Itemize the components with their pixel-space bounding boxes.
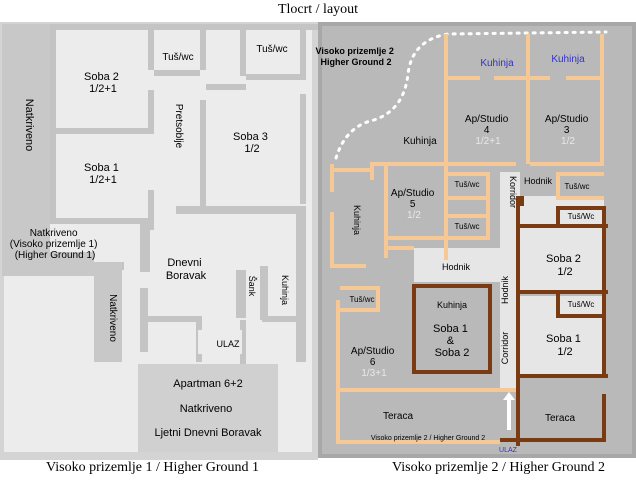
ground1-ulaz-label: ULAZ	[216, 339, 240, 349]
ground2-soba1-line2: 1/2	[557, 346, 572, 358]
ground2-ulaz-label: ULAZ	[499, 447, 518, 454]
ground2-ap6-line3: 1/3+1	[361, 368, 387, 379]
ground1-soba2-size: 1/2+1	[89, 83, 117, 95]
ground2-hodnik-vert: Hodnik	[500, 275, 510, 304]
ground1-soba3-label: Soba 3 1/2	[233, 131, 271, 155]
ground2-ap5-label: Ap/Studio 5 1/2	[391, 188, 437, 221]
ground2-soba12-line2: &	[447, 335, 455, 347]
ground2-ap5-line2: 5	[410, 199, 416, 210]
ground2-hodnik-mid: Hodnik	[442, 262, 471, 272]
ground2-orange-walls	[330, 34, 604, 444]
ground2-soba2-line1: Soba 2	[546, 253, 581, 265]
ground2-corridor-vert: Corridor	[500, 332, 510, 365]
ground1-soba1-name: Soba 1	[84, 162, 119, 174]
ground2-hodnik-top: Hodnik	[524, 176, 553, 186]
ground2-tuswc-e: Tuš/wc	[349, 295, 374, 304]
caption-ground1: Visoko prizemlje 1 / Higher Ground 1	[46, 460, 260, 475]
ground2-terrace-dotted-line	[334, 30, 608, 160]
ground2-ap6-line1: Ap/Studio	[351, 346, 395, 357]
ground2-kuhinja-vert: Kuhinja	[352, 205, 362, 235]
ground2-kuhinja-mid: Kuhinja	[403, 136, 437, 147]
ground1-soba1-size: 1/2+1	[89, 174, 117, 186]
ground1-ljetni-label: Ljetni Dnevni Boravak	[154, 427, 262, 439]
ground1-plan: Soba 2 1/2+1 Soba 1 1/2+1 Tuš/wc Tuš/wc …	[0, 22, 318, 460]
ground2-ap4-line1: Ap/Studio	[465, 114, 509, 125]
ground1-dnevni-label: Dnevni Boravak	[166, 257, 207, 282]
ground1-soba2-label: Soba 2 1/2+1	[84, 71, 122, 95]
ground1-apartman-label: Apartman 6+2	[173, 378, 242, 390]
ground2-soba12-label: Soba 1 & Soba 2	[433, 323, 471, 359]
ground1-dnevni-line2: Boravak	[166, 270, 207, 282]
ground2-ap3-label: Ap/Studio 3 1/2	[545, 114, 591, 147]
ground1-natkriveno-hg-label: Natkriveno (Visoko prizemlje 1) (Higher …	[10, 228, 100, 261]
ground2-header-line2: Higher Ground 2	[320, 57, 391, 67]
ground2-tuswc-a: Tuš/wc	[454, 180, 479, 189]
ground2-kuhinja-apt: Kuhinja	[437, 300, 467, 310]
ground2-light-floors	[414, 172, 604, 388]
ground2-tuswc-f: Tuš/Wc	[568, 300, 595, 309]
ground2-ap4-label: Ap/Studio 4 1/2+1	[465, 114, 511, 147]
ground1-tuswc-label: Tuš/wc	[162, 52, 193, 63]
ground2-korridor-label: Korridor	[508, 176, 518, 208]
ground2-brown-walls	[412, 196, 608, 446]
ground2-tuswc-d: Tuš/Wc	[568, 212, 595, 221]
ground2-tuswc-c: Tuš/wc	[564, 182, 589, 191]
ground2-ap3-line1: Ap/Studio	[545, 114, 589, 125]
ground2-header-line1: Visoko prizemlje 2	[316, 46, 394, 56]
ground2-kuhinja-top2: Kuhinja	[551, 54, 585, 65]
ground2-soba12-line3: Soba 2	[435, 347, 470, 359]
ground2-ap6-label: Ap/Studio 6 1/3+1	[351, 346, 397, 379]
ground2-entrance-arrow	[503, 392, 515, 430]
ground2-ap5-line3: 1/2	[407, 210, 421, 221]
ground2-soba2-label: Soba 2 1/2	[546, 253, 584, 278]
ground2-kuhinja-top1: Kuhinja	[480, 58, 514, 69]
ground2-header: Visoko prizemlje 2 Higher Ground 2	[316, 46, 397, 67]
ground1-pretsoblje-label: Pretsoblje	[173, 104, 184, 149]
ground2-teraca-left: Teraca	[383, 411, 413, 422]
ground1-natkriveno-hg-line3: (Higher Ground 1)	[15, 250, 96, 261]
ground1-soba2-name: Soba 2	[84, 71, 119, 83]
ground1-natkriveno-vertical2: Natkriveno	[107, 294, 118, 342]
ground1-natkriveno-area	[2, 24, 50, 252]
ground1-sank-label: Šank	[247, 276, 257, 297]
ground1-soba3-name: Soba 3	[233, 131, 268, 143]
ground1-natkriveno-hg-area	[2, 252, 94, 276]
page-title: Tlocrt / layout	[277, 2, 359, 17]
ground1-tuswc2-label: Tuš/wc	[256, 44, 287, 55]
ground2-soba1-line1: Soba 1	[546, 333, 581, 345]
ground2-ap3-line2: 3	[564, 125, 570, 136]
ground2-ap6-line2: 6	[370, 357, 376, 368]
ground1-soba3-size: 1/2	[244, 143, 259, 155]
ground2-ap4-line3: 1/2+1	[475, 136, 501, 147]
ground2-soba1-label: Soba 1 1/2	[546, 333, 584, 358]
ground1-natkriveno-summer-label: Natkriveno	[180, 403, 233, 415]
ground2-ap4-line2: 4	[484, 125, 490, 136]
ground2-tuswc-b: Tuš/wc	[454, 222, 479, 231]
ground2-plan: Visoko prizemlje 2 Higher Ground 2 Kuhin…	[316, 22, 636, 458]
ground1-natkriveno-hg-line1: Natkriveno	[30, 228, 78, 239]
ground2-teraca-note: Visoko prizemlje 2 / Higher Ground 2	[371, 435, 485, 442]
ground1-dnevni-line1: Dnevni	[167, 257, 201, 269]
ground2-ap3-line3: 1/2	[561, 136, 575, 147]
ground1-summer-living-block	[138, 364, 278, 452]
ground2-ap5-line1: Ap/Studio	[391, 188, 435, 199]
ground1-soba1-label: Soba 1 1/2+1	[84, 162, 122, 186]
ground1-kuhinja-label: Kuhinja	[280, 275, 290, 305]
ground1-walls	[50, 24, 318, 364]
ground1-natkriveno-vertical: Natkriveno	[23, 99, 35, 152]
ground1-natkriveno-hg-line2: (Visoko prizemlje 1)	[10, 239, 98, 250]
ground2-teraca-right: Teraca	[545, 413, 575, 424]
ground2-soba2-line2: 1/2	[557, 266, 572, 278]
ground2-soba12-line1: Soba 1	[433, 323, 468, 335]
caption-ground2: Visoko prizemlje 2 / Higher Ground 2	[392, 460, 606, 475]
